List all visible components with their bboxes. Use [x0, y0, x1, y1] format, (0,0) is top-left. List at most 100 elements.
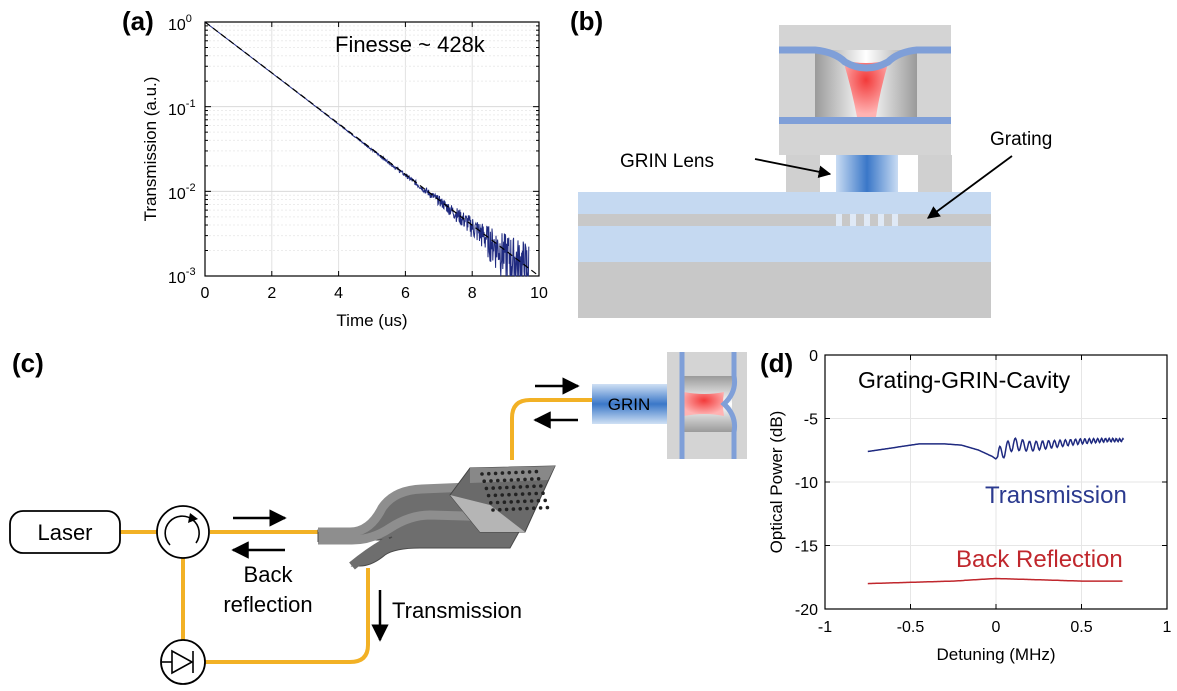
grating-hole: [518, 485, 523, 489]
panel-a-ticks: [204, 22, 540, 277]
grating-coupler-holes: [480, 469, 550, 512]
panel-d-transmission-label: Transmission: [985, 482, 1127, 509]
panel-d-grid: [825, 355, 1167, 609]
panel-a-xtick-labels: 0 2 4 6 8 10: [201, 285, 548, 302]
panel-d-ylabel: Optical Power (dB): [767, 411, 786, 554]
panel-d-xtick: -0.5: [897, 619, 925, 636]
panel-d-ytick: -15: [795, 539, 818, 556]
panel-a-decay-trace: [204, 21, 530, 277]
grating-hole: [493, 493, 498, 498]
back-label-line2: reflection: [223, 592, 312, 617]
chip-buried-oxide: [578, 226, 991, 262]
chip-cladding-top: [578, 192, 991, 214]
panel-d-back-reflection-label: Back Reflection: [956, 546, 1123, 573]
grating-hole: [525, 506, 529, 511]
panel-d-ytick: -10: [795, 475, 818, 492]
grating-hole: [502, 478, 507, 483]
grating-hole: [527, 492, 532, 496]
panel-d-ytick-labels: 0 -5 -10 -15 -20: [795, 348, 818, 619]
grating-hole: [493, 471, 498, 476]
cavity-bottom-mirror: [779, 117, 951, 124]
grin-lens: [836, 155, 898, 192]
grating-hole: [509, 500, 513, 504]
panel-a-axes: [204, 21, 540, 277]
grating-arrow: [926, 155, 1013, 219]
panel-a-ytick: 10-3: [168, 266, 196, 287]
panel-d-xtick-labels: -1 -0.5 0 0.5 1: [818, 619, 1172, 636]
panel-d-xlabel: Detuning (MHz): [936, 645, 1055, 664]
laser-box: [9, 510, 121, 554]
grating-hole: [500, 493, 505, 497]
grating-hole: [516, 499, 520, 504]
grating-hole: [523, 499, 527, 504]
cavity-inset: [667, 352, 747, 459]
panel-d-transmission-trace: [867, 436, 1125, 460]
grating-hole: [504, 507, 509, 512]
grating-hole: [541, 491, 545, 496]
panel-a-xtick: 0: [201, 285, 210, 302]
grating-hole: [509, 478, 514, 482]
cavity-top-mirror: [779, 46, 951, 72]
panel-d-label: (d): [760, 348, 793, 378]
grating-hole: [484, 486, 489, 491]
panel-a-xlabel: Time (us): [336, 311, 407, 330]
panel-d-data: [867, 436, 1125, 585]
panel-d-xtick: -1: [818, 619, 832, 636]
panel-a-finesse-annotation: Finesse ~ 428k: [335, 32, 486, 57]
panel-d-annotation: Grating-GRIN-Cavity: [858, 367, 1071, 393]
grating-hole: [538, 506, 543, 510]
grin-rod: [592, 384, 667, 424]
grating-hole: [491, 508, 495, 512]
cavity-support-left: [786, 155, 820, 192]
grating-hole: [498, 486, 502, 490]
photodiode-icon: [160, 639, 206, 685]
grating-hole: [536, 477, 541, 481]
panel-b-label: (b): [570, 6, 603, 36]
panel-a-xtick: 6: [401, 285, 410, 302]
optical-fibers: [120, 398, 592, 664]
panel-a-ylabel: Transmission (a.u.): [141, 77, 160, 222]
panel-d-ticks: [824, 354, 1168, 610]
panel-a-xtick: 8: [468, 285, 477, 302]
grating-hole: [500, 471, 505, 475]
panel-a-xtick: 10: [530, 285, 548, 302]
panel-d-ytick: 0: [809, 348, 818, 365]
grating-teeth: [836, 214, 898, 226]
chip-silicon-layer: [578, 214, 991, 226]
grating-hole: [486, 493, 491, 498]
panel-a-ytick: 100: [168, 13, 192, 34]
grating-hole: [502, 500, 507, 505]
photonic-chip: [317, 465, 556, 570]
panel-d-xtick: 1: [1163, 619, 1172, 636]
panel-a-ytick-labels: 100 10-1 10-2 10-3: [168, 13, 196, 287]
grating-hole: [545, 505, 550, 510]
grating-hole: [521, 470, 525, 475]
grating-hole: [507, 471, 512, 475]
grating-hole: [534, 491, 538, 496]
grating-hole: [491, 486, 496, 490]
panel-a-data: [204, 21, 540, 277]
grating-hole: [520, 492, 525, 496]
panel-a-ytick: 10-1: [168, 98, 196, 119]
panel-a-xtick: 4: [334, 285, 343, 302]
grating-hole: [495, 500, 500, 505]
panel-a-label: (a): [122, 6, 154, 36]
panel-d-back-reflection-trace: [867, 577, 1123, 585]
back-label-line1: Back: [244, 562, 294, 587]
cavity-support-right: [918, 155, 952, 192]
grating-hole: [523, 477, 527, 482]
chip-substrate: [578, 262, 991, 318]
grating-hole: [514, 470, 518, 475]
grating-hole: [539, 484, 543, 488]
panel-a-ytick: 10-2: [168, 182, 196, 203]
grating-hole: [518, 507, 522, 511]
cavity-beam: [843, 60, 889, 117]
grating-hole: [482, 479, 487, 484]
panel-c-label: (c): [12, 348, 44, 378]
grin-rod-label: GRIN: [608, 395, 651, 414]
panel-d-ytick: -20: [795, 602, 818, 619]
grating-hole: [489, 501, 493, 505]
grating-hole: [536, 498, 541, 503]
panel-b: (b) GRIN Lens Grating: [570, 6, 1052, 318]
